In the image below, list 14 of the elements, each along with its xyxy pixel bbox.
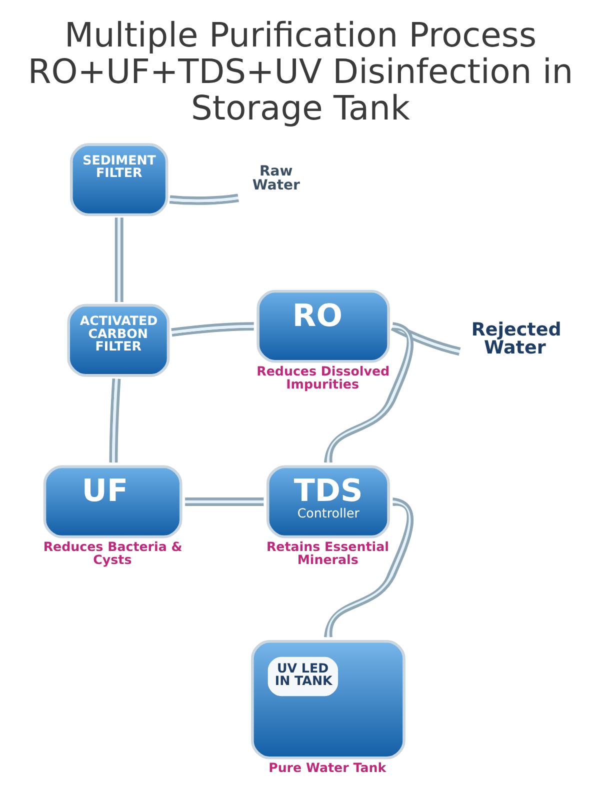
node-label: Reduces Dissolved Impurities bbox=[256, 364, 390, 392]
node-text: Raw Water bbox=[252, 163, 300, 194]
connector bbox=[184, 498, 264, 506]
node-label: Reduces Bacteria & Cysts bbox=[42, 539, 182, 567]
connector bbox=[170, 322, 254, 337]
connector bbox=[114, 218, 123, 302]
node-text: Rejected Water bbox=[470, 319, 561, 359]
node-label: Pure Water Tank bbox=[268, 760, 386, 776]
connector bbox=[168, 194, 238, 205]
connector bbox=[108, 378, 120, 462]
connector bbox=[324, 498, 414, 638]
connector bbox=[324, 322, 413, 463]
node-label: Retains Essential Minerals bbox=[266, 539, 388, 567]
diagram-title: Multiple Purification Process RO+UF+TDS+UV Disinfection in Storage Tank bbox=[27, 16, 573, 128]
